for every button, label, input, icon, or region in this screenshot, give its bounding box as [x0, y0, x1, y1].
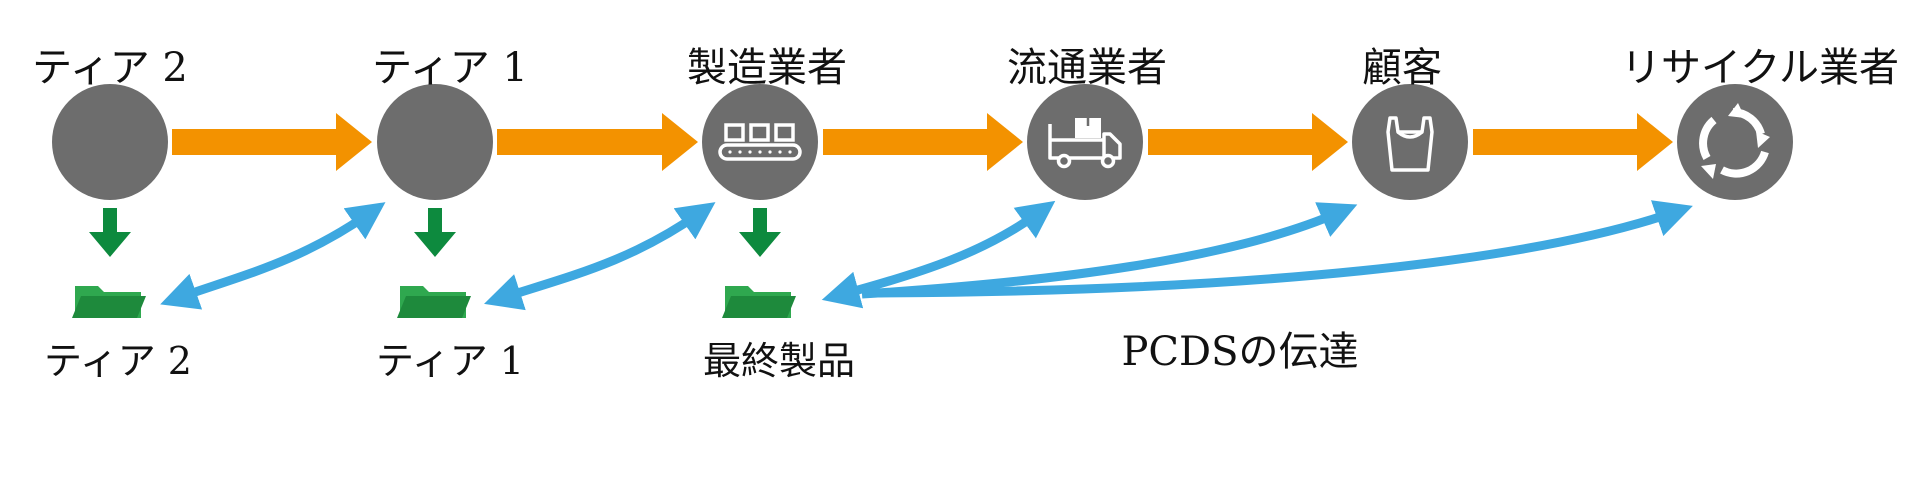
- node-recycler: [1677, 84, 1793, 200]
- delivery-truck-icon: [1048, 118, 1122, 169]
- node-tier1: [377, 84, 493, 200]
- folder-label-tier1: ティア 1: [376, 339, 524, 383]
- node-customer: [1352, 84, 1468, 200]
- flow-arrow-5: [1473, 113, 1673, 171]
- folder-label-tier2: ティア 2: [44, 339, 192, 383]
- shopping-bag-icon: [1386, 116, 1434, 172]
- recycle-icon: [1699, 103, 1770, 179]
- conveyor-icon: [718, 123, 802, 161]
- node-tier2: [52, 84, 168, 200]
- node-label-distributor: 流通業者: [1007, 45, 1167, 91]
- node-label-manufacturer: 製造業者: [687, 45, 847, 91]
- flow-arrow-3: [823, 113, 1023, 171]
- node-label-customer: 顧客: [1362, 45, 1442, 91]
- flow-arrow-2: [497, 113, 698, 171]
- folder-icon: [397, 286, 471, 318]
- folder-icon: [722, 286, 796, 318]
- down-arrow-2: [414, 208, 456, 257]
- pcds-caption: PCDSの伝達: [1121, 329, 1359, 375]
- down-arrow-3: [739, 208, 781, 257]
- folder-icon: [72, 286, 146, 318]
- pcds-arrow-tier1: [160, 202, 386, 310]
- flow-arrow-1: [172, 113, 372, 171]
- down-arrows: [89, 208, 781, 257]
- pcds-arrows: [160, 200, 1693, 311]
- folder-label-final-product: 最終製品: [702, 339, 856, 383]
- pcds-arrow-recycler: [863, 200, 1693, 298]
- flow-arrow-4: [1148, 113, 1348, 171]
- node-manufacturer: [702, 84, 818, 200]
- flow-arrows: [172, 113, 1673, 171]
- pcds-arrow-manufacturer: [484, 202, 716, 311]
- node-label-tier1: ティア 1: [372, 45, 528, 91]
- node-distributor: [1027, 84, 1143, 200]
- node-label-tier2: ティア 2: [32, 45, 188, 91]
- pcds-arrow-distributor: [821, 200, 1056, 309]
- node-label-recycler: リサイクル業者: [1621, 45, 1899, 91]
- down-arrow-1: [89, 208, 131, 257]
